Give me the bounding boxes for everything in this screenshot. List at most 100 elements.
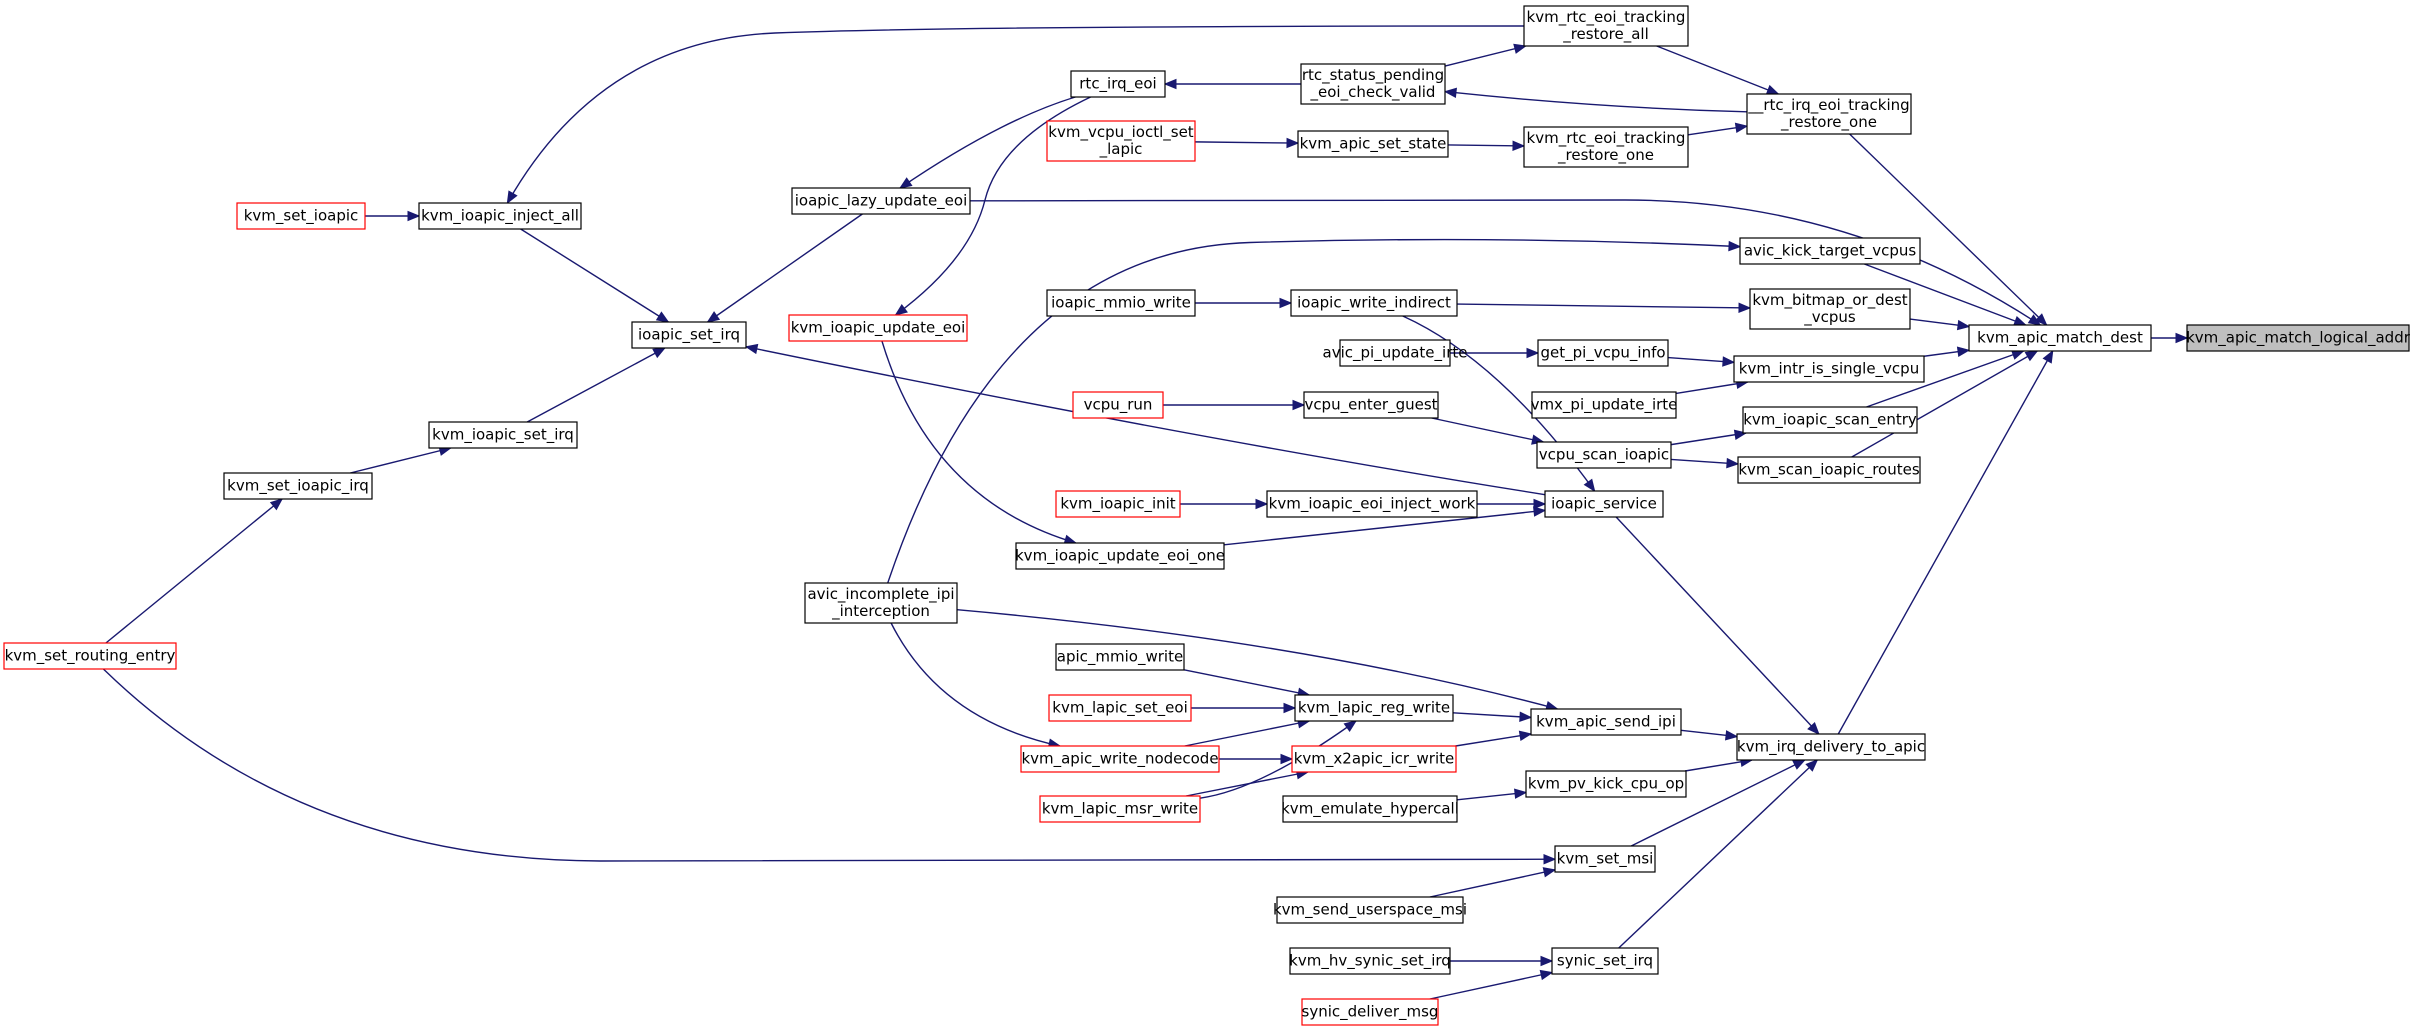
- edge-arrowhead: [744, 343, 759, 355]
- node-box: [1055, 643, 1185, 671]
- call-edge: [1219, 753, 1294, 765]
- node-ioapic-lazy-update-eoi[interactable]: ioapic_lazy_update_eoi: [791, 187, 971, 215]
- call-edge: [706, 213, 863, 323]
- edge-line: [1630, 759, 1806, 847]
- node-kvm-hv-synic-set-irq[interactable]: kvm_hv_synic_set_irq: [1289, 947, 1451, 975]
- node-kvm-pv-kick-cpu-op[interactable]: kvm_pv_kick_cpu_op: [1525, 770, 1687, 798]
- node-label: kvm_apic_match_dest: [1977, 329, 2143, 348]
- node-ioapic-mmio-write[interactable]: ioapic_mmio_write: [1046, 289, 1196, 317]
- edge-arrowhead: [1279, 297, 1293, 309]
- node-avic-kick-target-vcpus[interactable]: avic_kick_target_vcpus: [1739, 237, 1921, 265]
- edge-arrowhead: [269, 498, 284, 511]
- node-kvm-apic-write-nodecode[interactable]: kvm_apic_write_nodecode: [1020, 745, 1220, 773]
- node-kvm-set-msi[interactable]: kvm_set_msi: [1554, 845, 1656, 873]
- node-label: vcpu_run: [1084, 396, 1153, 415]
- edge-line: [1675, 381, 1748, 395]
- node-label: kvm_ioapic_init: [1060, 495, 1175, 514]
- node-box: [418, 202, 582, 230]
- node-label: kvm_ioapic_scan_entry: [1743, 411, 1917, 430]
- edge-arrowhead: [655, 311, 670, 323]
- call-edge: [1618, 759, 1819, 949]
- node-kvm-ioapic-set-irq[interactable]: kvm_ioapic_set_irq: [428, 421, 578, 449]
- node-label: kvm_lapic_msr_write: [1042, 800, 1198, 819]
- node-vcpu-run[interactable]: vcpu_run: [1072, 391, 1164, 419]
- edge-line: [887, 238, 1741, 584]
- node-rtc-irq-eoi[interactable]: rtc_irq_eoi: [1070, 70, 1166, 98]
- node-kvm-apic-match-dest[interactable]: kvm_apic_match_dest: [1968, 324, 2152, 352]
- node-vmx-pi-update-irte[interactable]: vmx_pi_update_irte: [1531, 391, 1678, 419]
- edge-arrowhead: [1724, 730, 1739, 741]
- node-label: _restore_one: [1780, 113, 1877, 132]
- node-synic-deliver-msg[interactable]: synic_deliver_msg: [1301, 998, 1439, 1026]
- edge-line: [1444, 45, 1526, 67]
- node-vcpu-enter-guest[interactable]: vcpu_enter_guest: [1303, 391, 1439, 419]
- node-kvm-vcpu-ioctl-set-lapic[interactable]: kvm_vcpu_ioctl_set_lapic: [1046, 120, 1196, 162]
- node-box: [1048, 694, 1192, 722]
- node-kvm-rtc-eoi-tracking-restore-one[interactable]: kvm_rtc_eoi_tracking_restore_one: [1523, 126, 1689, 168]
- node-box: [1537, 339, 1669, 367]
- edge-arrowhead: [1956, 319, 1971, 331]
- node-avic-incomplete-ipi-interception[interactable]: avic_incomplete_ipi_interception: [804, 582, 958, 624]
- node-box: [1015, 542, 1225, 570]
- call-edge: [890, 622, 1062, 749]
- node-kvm-intr-is-single-vcpu[interactable]: kvm_intr_is_single_vcpu: [1733, 355, 1925, 383]
- node-label: kvm_ioapic_inject_all: [421, 207, 579, 226]
- node-kvm-lapic-set-eoi[interactable]: kvm_lapic_set_eoi: [1048, 694, 1192, 722]
- node-label: kvm_hv_synic_set_irq: [1289, 952, 1451, 971]
- node-kvm-lapic-msr-write[interactable]: kvm_lapic_msr_write: [1039, 795, 1201, 823]
- node-ioapic-set-irq[interactable]: ioapic_set_irq: [631, 321, 747, 349]
- call-edge: [1199, 720, 1357, 799]
- node-rtc-irq-eoi-tracking-restore-one[interactable]: __rtc_irq_eoi_tracking_restore_one: [1746, 93, 1912, 135]
- node-kvm-bitmap-or-dest-vcpus[interactable]: kvm_bitmap_or_dest_vcpus: [1749, 288, 1911, 330]
- node-kvm-ioapic-scan-entry[interactable]: kvm_ioapic_scan_entry: [1742, 406, 1918, 434]
- node-kvm-set-ioapic[interactable]: kvm_set_ioapic: [236, 202, 366, 230]
- edge-arrowhead: [1283, 702, 1297, 714]
- node-box: [1070, 70, 1166, 98]
- node-kvm-ioapic-update-eoi-one[interactable]: kvm_ioapic_update_eoi_one: [1015, 542, 1225, 570]
- node-kvm-apic-match-logical-addr[interactable]: kvm_apic_match_logical_addr: [2186, 324, 2411, 352]
- edge-arrowhead: [407, 210, 421, 222]
- node-kvm-ioapic-update-eoi[interactable]: kvm_ioapic_update_eoi: [788, 314, 968, 342]
- node-kvm-scan-ioapic-routes[interactable]: kvm_scan_ioapic_routes: [1737, 456, 1921, 484]
- node-synic-set-irq[interactable]: synic_set_irq: [1551, 947, 1659, 975]
- node-kvm-rtc-eoi-tracking-restore-all[interactable]: kvm_rtc_eoi_tracking_restore_all: [1523, 5, 1689, 47]
- node-ioapic-service[interactable]: ioapic_service: [1544, 490, 1664, 518]
- node-ioapic-write-indirect[interactable]: ioapic_write_indirect: [1290, 289, 1458, 317]
- node-kvm-lapic-reg-write[interactable]: kvm_lapic_reg_write: [1294, 694, 1454, 722]
- node-label: ioapic_mmio_write: [1051, 294, 1191, 313]
- call-edge: [105, 498, 284, 644]
- node-kvm-emulate-hypercall[interactable]: kvm_emulate_hypercall: [1281, 795, 1459, 823]
- node-label: kvm_pv_kick_cpu_op: [1528, 775, 1684, 794]
- node-box: [1536, 441, 1672, 469]
- node-kvm-ioapic-inject-all[interactable]: kvm_ioapic_inject_all: [418, 202, 582, 230]
- node-kvm-ioapic-eoi-inject-work[interactable]: kvm_ioapic_eoi_inject_work: [1266, 490, 1478, 518]
- node-kvm-apic-send-ipi[interactable]: kvm_apic_send_ipi: [1530, 708, 1682, 736]
- node-label: kvm_set_ioapic: [244, 207, 359, 226]
- node-vcpu-scan-ioapic[interactable]: vcpu_scan_ioapic: [1536, 441, 1672, 469]
- node-box: [1746, 93, 1912, 135]
- edge-arrowhead: [1728, 240, 1742, 252]
- edge-arrowhead: [2027, 314, 2042, 326]
- node-label: kvm_send_userspace_msi: [1273, 901, 1467, 920]
- node-avic-pi-update-irte[interactable]: avic_pi_update_irte: [1323, 339, 1468, 367]
- edge-line: [1864, 263, 2026, 326]
- node-kvm-set-routing-entry[interactable]: kvm_set_routing_entry: [3, 642, 177, 670]
- node-get-pi-vcpu-info[interactable]: get_pi_vcpu_info: [1537, 339, 1669, 367]
- node-box: [1046, 120, 1196, 162]
- node-kvm-irq-delivery-to-apic[interactable]: kvm_irq_delivery_to_apic: [1736, 733, 1926, 761]
- edge-arrowhead: [1533, 506, 1547, 517]
- edge-line: [1851, 350, 2038, 458]
- node-label: rtc_irq_eoi: [1079, 75, 1156, 94]
- node-rtc-status-pending-eoi-check-valid[interactable]: rtc_status_pending_eoi_check_valid: [1300, 63, 1446, 105]
- node-kvm-send-userspace-msi[interactable]: kvm_send_userspace_msi: [1273, 896, 1467, 924]
- node-box: [1339, 339, 1451, 367]
- node-kvm-set-ioapic-irq[interactable]: kvm_set_ioapic_irq: [223, 472, 373, 500]
- node-kvm-ioapic-init[interactable]: kvm_ioapic_init: [1055, 490, 1181, 518]
- node-kvm-x2apic-icr-write[interactable]: kvm_x2apic_icr_write: [1291, 745, 1457, 773]
- node-box: [1968, 324, 2152, 352]
- node-box: [236, 202, 366, 230]
- node-apic-mmio-write[interactable]: apic_mmio_write: [1055, 643, 1185, 671]
- call-edge: [1195, 297, 1293, 309]
- node-kvm-apic-set-state[interactable]: kvm_apic_set_state: [1297, 130, 1449, 158]
- node-box: [1742, 406, 1918, 434]
